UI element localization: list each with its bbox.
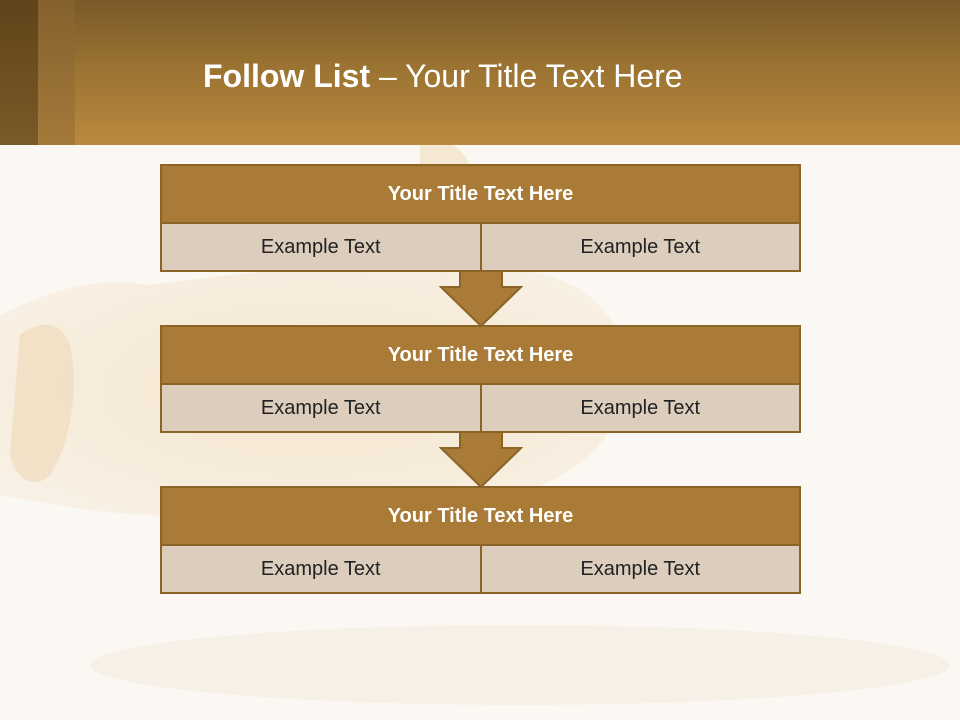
block-cell-right: Example Text: [479, 385, 800, 431]
slide-header: [0, 0, 960, 145]
down-arrow-icon: [439, 431, 523, 489]
list-block-1: Your Title Text Here Example Text Exampl…: [160, 164, 801, 272]
block-cell-left: Example Text: [260, 557, 381, 580]
block-cell-left: Example Text: [260, 235, 381, 258]
block-cell-left: Example Text: [260, 396, 381, 419]
list-block-3: Your Title Text Here Example Text Exampl…: [160, 486, 801, 594]
slide-title: Follow List – Your Title Text Here: [203, 56, 683, 96]
block-cell-right: Example Text: [479, 224, 800, 270]
slide-title-rest: – Your Title Text Here: [370, 58, 683, 94]
block-row: Example Text Example Text: [162, 546, 799, 592]
block-row: Example Text Example Text: [162, 224, 799, 270]
header-stripe-light: [38, 0, 75, 145]
block-title: Your Title Text Here: [162, 166, 799, 224]
block-row: Example Text Example Text: [162, 385, 799, 431]
header-stripe-dark: [0, 0, 38, 145]
down-arrow-icon: [439, 270, 523, 328]
block-cell-right: Example Text: [479, 546, 800, 592]
block-title: Your Title Text Here: [162, 488, 799, 546]
slide-title-bold: Follow List: [203, 58, 371, 94]
list-block-2: Your Title Text Here Example Text Exampl…: [160, 325, 801, 433]
block-title: Your Title Text Here: [162, 327, 799, 385]
